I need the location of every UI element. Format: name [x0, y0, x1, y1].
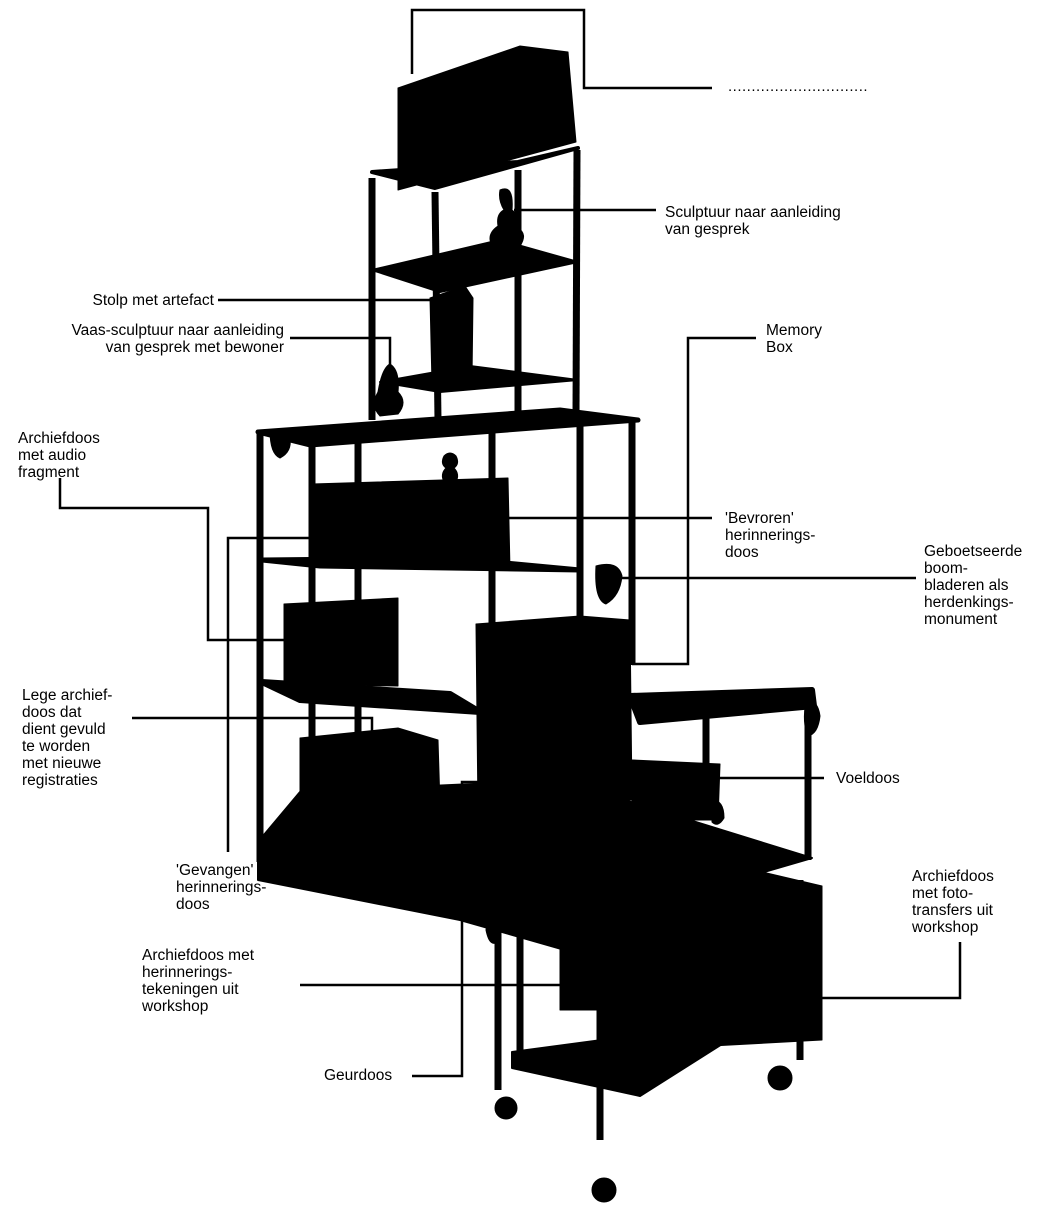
leader-empty-archive — [132, 716, 374, 732]
leader-lines — [58, 8, 962, 1078]
wheel — [361, 871, 379, 889]
cart-bottom-shelf — [511, 1019, 761, 1097]
tower-shelf — [379, 365, 579, 393]
tower-shelf — [371, 239, 579, 293]
leaves-object — [595, 563, 623, 605]
label-drawings-archive: Archiefdoos met herinnerings- tekeningen… — [142, 947, 254, 1015]
sculpture-object — [489, 188, 524, 251]
memory-box — [475, 615, 633, 813]
label-frozen-box: 'Bevroren' herinnerings- doos — [725, 510, 816, 561]
leader-photo-archive — [820, 942, 962, 1000]
frozen-box — [311, 477, 511, 571]
label-smell-box: Geurdoos — [324, 1067, 393, 1084]
figure-object — [269, 428, 291, 459]
leader-top-blank — [410, 8, 712, 90]
audio-archive-box — [283, 597, 399, 687]
label-captured-box: 'Gevangen' herinnerings- doos — [176, 862, 267, 913]
label-leaves-monument: Geboetseerde boom- bladeren als herdenki… — [924, 543, 1023, 628]
label-archive-audio: Archiefdoos met audio fragment — [18, 430, 100, 481]
label-bell-jar: Stolp met artefact — [92, 292, 214, 309]
figure-object — [441, 452, 459, 483]
label-empty-archive: Lege archief- doos dat dient gevuld te w… — [22, 687, 113, 789]
wheel — [541, 917, 555, 931]
wheel — [767, 1065, 793, 1091]
drawings-archive-box — [559, 919, 615, 1011]
label-memory-box: Memory Box — [766, 322, 822, 356]
vase-object — [374, 363, 404, 417]
leaves-object — [803, 699, 821, 737]
main-top-shelf — [255, 407, 641, 448]
photo-archive-box — [599, 861, 823, 1053]
cart-silhouette — [255, 45, 823, 1203]
label-vase-sculpture: Vaas-sculptuur naar aanleiding van gespr… — [71, 322, 284, 356]
leaves-object — [711, 799, 725, 825]
feel-box — [631, 759, 721, 821]
label-feel-box: Voeldoos — [836, 770, 900, 787]
label-top-blank: .............................. — [728, 78, 869, 95]
tower-post — [572, 149, 581, 416]
wheel — [494, 1096, 518, 1120]
leaves-object — [485, 899, 502, 944]
wheel — [591, 1177, 617, 1203]
leader-vase — [290, 336, 392, 390]
label-photo-archive: Archiefdoos met foto- transfers uit work… — [912, 868, 994, 936]
leader-memory-box — [632, 336, 756, 666]
label-sculpture: Sculptuur naar aanleiding van gesprek — [665, 204, 841, 238]
tower-shelf — [370, 146, 580, 190]
lower-shelf — [259, 679, 483, 715]
bell-jar — [429, 285, 474, 385]
leader-smell-box — [412, 780, 516, 1078]
wheel — [259, 837, 273, 851]
leader-archive-audio — [58, 478, 300, 642]
right-shelf — [627, 687, 817, 725]
leader-captured-box — [226, 536, 324, 852]
